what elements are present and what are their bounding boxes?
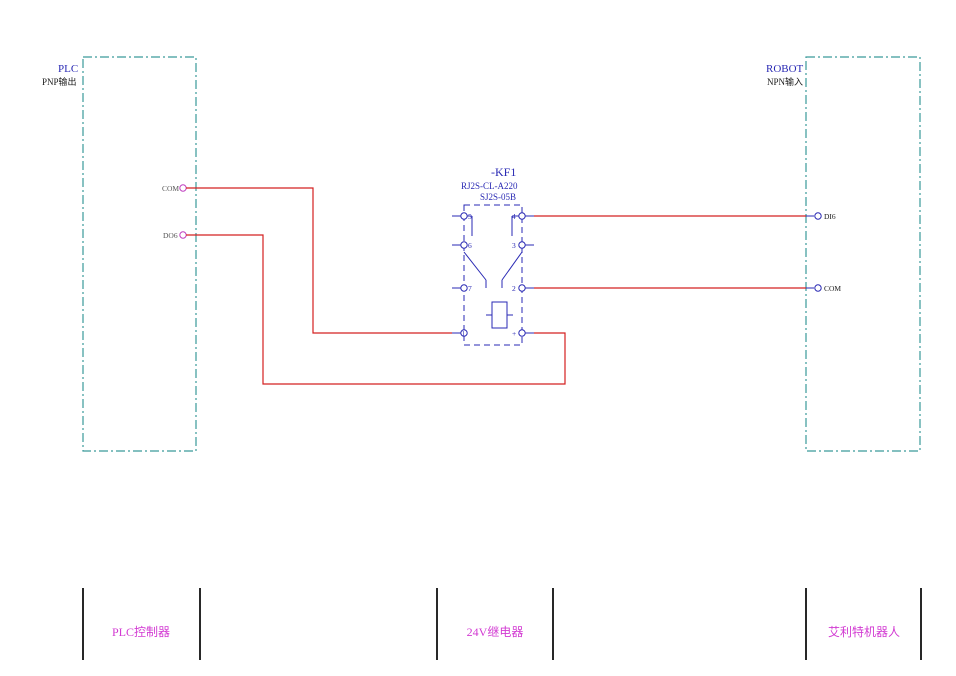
relay-pin-2-label: 2	[512, 284, 516, 293]
footer-relay-label: 24V继电器	[467, 625, 524, 639]
relay-pin-plus-label: +	[512, 329, 516, 338]
plc-terminal-do6-pin	[179, 231, 187, 239]
plc-terminal-com-label: COM	[162, 184, 179, 193]
robot-terminal-di6-pin	[814, 212, 822, 220]
relay-tag: -KF1	[491, 165, 516, 179]
relay-model-1: RJ2S-CL-A220	[461, 181, 518, 191]
robot-subtitle: NPN输入	[767, 76, 803, 87]
wire-plc-do6-to-relay-coil-plus	[186, 234, 566, 385]
relay-pin-7	[460, 284, 468, 292]
relay-pin-4-label: 4	[512, 212, 516, 221]
plc-title: PLC	[58, 63, 78, 75]
plc-module-box	[82, 56, 197, 452]
relay-symbol	[452, 204, 534, 346]
relay-pin-minus	[460, 329, 468, 337]
footer-robot-label: 艾利特机器人	[828, 624, 900, 639]
relay-pin-2	[518, 284, 526, 292]
wire-plc-com-to-relay-coil-minus	[186, 187, 452, 334]
plc-terminal-com-pin	[179, 184, 187, 192]
relay-pin-6	[460, 241, 468, 249]
robot-terminal-di6-label: DI6	[824, 212, 836, 221]
robot-terminal-com-pin	[814, 284, 822, 292]
robot-module-box	[805, 56, 921, 452]
relay-pin-7-label: 7	[468, 284, 472, 293]
relay-pin-plus	[518, 329, 526, 337]
relay-pin-3-label: 3	[512, 241, 516, 250]
relay-pin-5-label: 5	[468, 212, 472, 221]
plc-subtitle: PNP输出	[42, 76, 77, 87]
robot-title: ROBOT	[766, 63, 804, 75]
relay-pin-3	[518, 241, 526, 249]
plc-terminal-do6-label: DO6	[163, 231, 178, 240]
footer-plc-label: PLC控制器	[112, 625, 170, 639]
relay-pin-6-label: 6	[468, 241, 472, 250]
relay-pin-5	[460, 212, 468, 220]
relay-pin-minus-label: 1	[462, 330, 466, 338]
relay-model-2: SJ2S-05B	[480, 192, 516, 202]
relay-pin-4	[518, 212, 526, 220]
robot-terminal-com-label: COM	[824, 284, 841, 293]
